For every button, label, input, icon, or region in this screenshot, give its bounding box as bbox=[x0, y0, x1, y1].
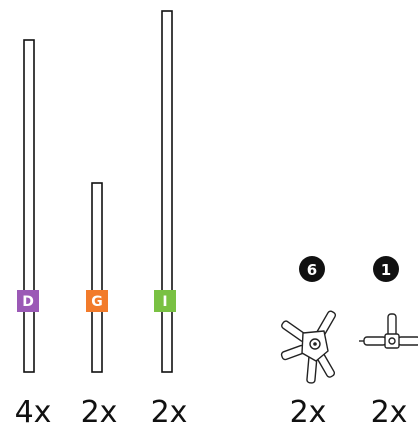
rod-i: I bbox=[154, 10, 176, 373]
rod-g-quantity: 2x bbox=[81, 395, 118, 430]
rod-g-tag bbox=[86, 290, 108, 312]
rod-g-tag-label: G bbox=[91, 294, 103, 310]
rod-g-shaft bbox=[91, 182, 103, 373]
rod-d-tag bbox=[17, 290, 39, 312]
rod-i-tag-label: I bbox=[162, 294, 167, 310]
connector-1-badge: 1 bbox=[373, 256, 399, 282]
rod-d-quantity: 4x bbox=[15, 395, 52, 430]
connector-1-badge-label: 1 bbox=[381, 261, 391, 279]
connector-1-quantity: 2x bbox=[371, 395, 408, 430]
rod-d-tag-label: D bbox=[22, 294, 34, 310]
connector-6-badge-label: 6 bbox=[307, 261, 317, 279]
rod-i-tag bbox=[154, 290, 176, 312]
rod-i-shaft bbox=[161, 10, 173, 373]
rod-d: D bbox=[17, 39, 39, 373]
rod-g: G bbox=[86, 182, 108, 373]
rod-d-shaft bbox=[23, 39, 35, 373]
connector-6-badge: 6 bbox=[299, 256, 325, 282]
rod-i-quantity: 2x bbox=[151, 395, 188, 430]
multi-way-connector-icon bbox=[280, 310, 337, 384]
three-way-connector-icon bbox=[359, 313, 418, 349]
connector-6-quantity: 2x bbox=[290, 395, 327, 430]
